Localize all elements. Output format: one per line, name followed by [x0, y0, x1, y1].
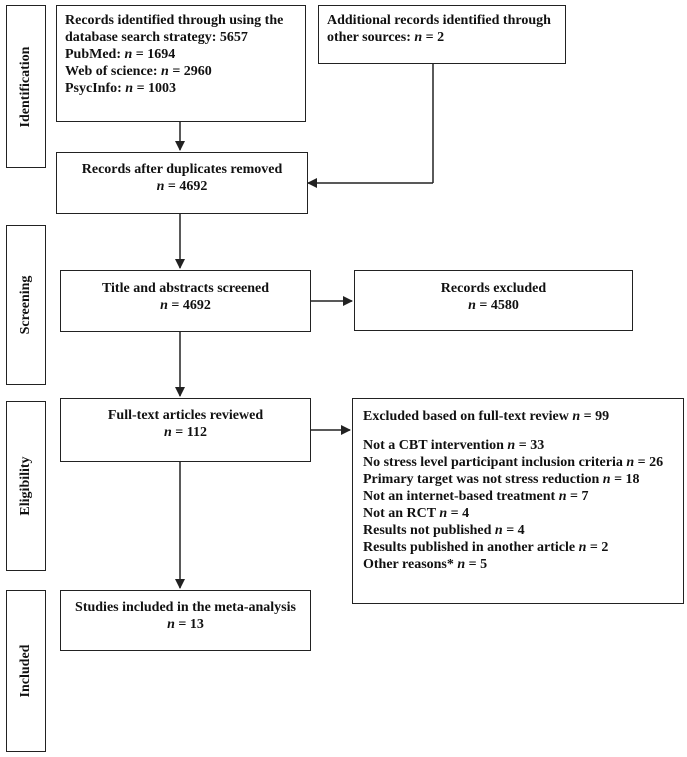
identified-wos: Web of science: n = 2960 [65, 64, 212, 79]
exclusion-reason: Not an RCT n = 4 [363, 506, 470, 521]
spacer [363, 425, 675, 437]
exclusion-reason: Results published in another article n =… [363, 540, 609, 555]
records-excluded-line1: Records excluded [440, 281, 547, 296]
included-count: n = 13 [167, 617, 204, 632]
screened-box: Title and abstracts screened n = 4692 [60, 270, 311, 332]
stage-screening: Screening [6, 225, 46, 385]
fulltext-count: n = 112 [163, 425, 207, 440]
records-identified-box: Records identified through using the dat… [56, 5, 306, 122]
duplicates-removed-box: Records after duplicates removed n = 469… [56, 152, 308, 214]
stage-included-label: Included [18, 644, 33, 698]
fulltext-excluded-box: Excluded based on full-text review n = 9… [352, 398, 684, 604]
stage-included: Included [6, 590, 46, 752]
identified-line1: Records identified through using the [65, 13, 284, 28]
exclusion-reason: Not an internet-based treatment n = 7 [363, 489, 589, 504]
studies-included-box: Studies included in the meta-analysis n … [60, 590, 311, 651]
exclusion-reason: Not a CBT intervention n = 33 [363, 438, 545, 453]
exclusion-reason: Results not published n = 4 [363, 523, 525, 538]
additional-records-box: Additional records identified through ot… [318, 5, 566, 64]
fulltext-line1: Full-text articles reviewed [107, 408, 264, 423]
screened-line1: Title and abstracts screened [101, 281, 270, 296]
exclusion-reason: Other reasons* n = 5 [363, 557, 488, 572]
stage-identification-label: Identification [18, 46, 33, 127]
duplicates-line1: Records after duplicates removed [81, 162, 283, 177]
screened-count: n = 4692 [160, 298, 211, 313]
duplicates-count: n = 4692 [156, 179, 208, 194]
exclusion-reason: Primary target was not stress reduction … [363, 472, 640, 487]
records-excluded-count: n = 4580 [468, 298, 519, 313]
additional-line2: other sources: n = 2 [327, 30, 445, 45]
fulltext-box: Full-text articles reviewed n = 112 [60, 398, 311, 462]
stage-screening-label: Screening [18, 275, 33, 335]
records-excluded-box: Records excluded n = 4580 [354, 270, 633, 331]
stage-identification: Identification [6, 5, 46, 168]
fulltext-excluded-header: Excluded based on full-text review n = 9… [363, 409, 610, 424]
stage-eligibility-label: Eligibility [18, 456, 33, 516]
identified-pubmed: PubMed: n = 1694 [65, 47, 176, 62]
included-line1: Studies included in the meta-analysis [75, 600, 296, 615]
stage-eligibility: Eligibility [6, 401, 46, 571]
identified-line2: database search strategy: 5657 [65, 30, 248, 45]
exclusion-reason: No stress level participant inclusion cr… [363, 455, 664, 470]
identified-psycinfo: PsycInfo: n = 1003 [65, 81, 177, 96]
additional-line1: Additional records identified through [327, 13, 551, 28]
